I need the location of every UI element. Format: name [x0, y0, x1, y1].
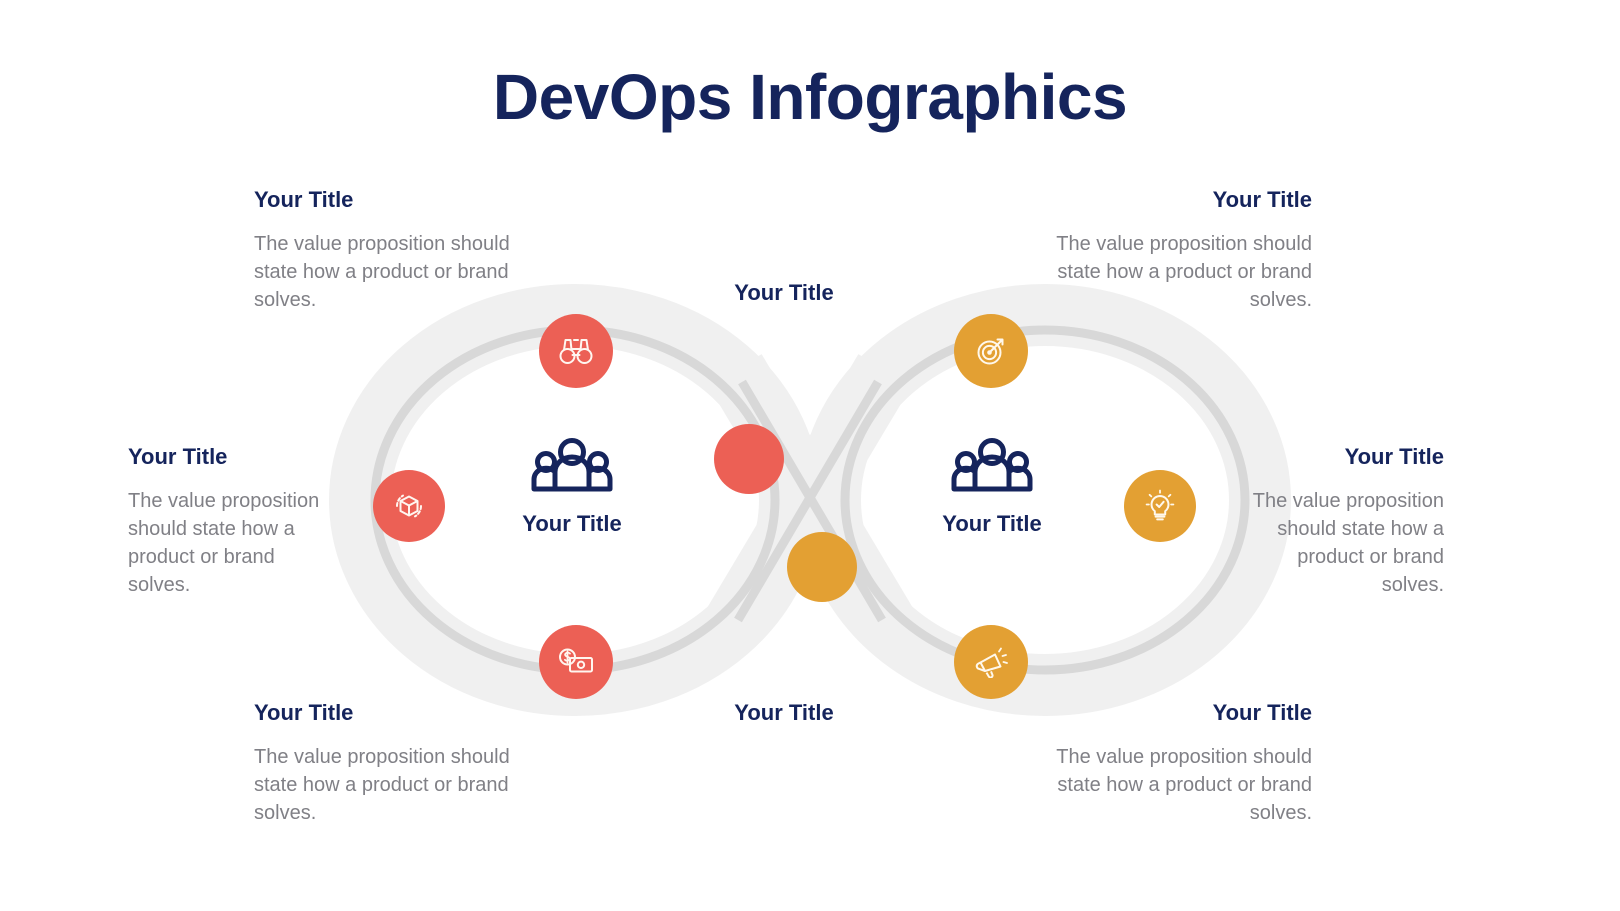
- node-right-loop-right[interactable]: [1124, 470, 1196, 542]
- package-refresh-icon: [395, 494, 423, 518]
- target-icon: [977, 338, 1004, 365]
- right-hub-label: Your Title: [942, 511, 1042, 536]
- text-block-bottom-center: Your Title: [684, 699, 884, 743]
- megaphone-icon: [975, 647, 1008, 678]
- text-block-body: The value proposition should state how a…: [254, 232, 510, 311]
- node-left-loop-left[interactable]: [373, 470, 445, 542]
- text-block-heading: Your Title: [1344, 444, 1444, 469]
- people-group-icon: [531, 438, 613, 492]
- left-hub-label: Your Title: [522, 511, 622, 536]
- people-group-icon: [951, 438, 1033, 492]
- text-block-heading: Your Title: [734, 700, 834, 725]
- lightbulb-check-icon: [1145, 489, 1175, 521]
- text-block-middle-left: Your Title The value proposition should …: [128, 443, 340, 599]
- text-block-body: The value proposition should state how a…: [1056, 232, 1312, 311]
- money-dollar-icon: [559, 648, 593, 673]
- binoculars-icon: [559, 339, 593, 364]
- text-block-heading: Your Title: [128, 444, 228, 469]
- text-block-middle-right: Your Title The value proposition should …: [1240, 443, 1444, 599]
- right-loop-inner: [893, 370, 1197, 630]
- crossing-track-b: [734, 379, 882, 623]
- text-block-body: The value proposition should state how a…: [1252, 489, 1444, 596]
- left-hub: Your Title: [472, 437, 672, 537]
- plain-dot-icon: [749, 459, 750, 460]
- node-right-loop-bottom[interactable]: [954, 625, 1028, 699]
- node-crossing-upper[interactable]: [714, 424, 784, 494]
- text-block-body: The value proposition should state how a…: [1056, 745, 1312, 824]
- text-block-heading: Your Title: [1212, 700, 1312, 725]
- node-left-loop-top[interactable]: [539, 314, 613, 388]
- node-right-loop-top[interactable]: [954, 314, 1028, 388]
- node-crossing-lower[interactable]: [787, 532, 857, 602]
- text-block-top-center: Your Title: [684, 279, 884, 323]
- left-loop-inner: [423, 370, 727, 630]
- text-block-heading: Your Title: [734, 280, 834, 305]
- text-block-bottom-left: Your Title The value proposition should …: [254, 699, 554, 827]
- text-block-heading: Your Title: [1212, 187, 1312, 212]
- text-block-bottom-right: Your Title The value proposition should …: [1024, 699, 1312, 827]
- page-title: DevOps Infographics: [492, 61, 1128, 133]
- text-block-top-left: Your Title The value proposition should …: [254, 186, 554, 314]
- text-block-body: The value proposition should state how a…: [128, 489, 320, 596]
- text-block-heading: Your Title: [254, 700, 354, 725]
- text-block-top-right: Your Title The value proposition should …: [1024, 186, 1312, 314]
- text-block-heading: Your Title: [254, 187, 354, 212]
- plain-dot-icon: [822, 567, 823, 568]
- right-hub: Your Title: [892, 437, 1092, 537]
- node-left-loop-bottom[interactable]: [539, 625, 613, 699]
- text-block-body: The value proposition should state how a…: [254, 745, 510, 824]
- right-loop-track: [840, 325, 1250, 675]
